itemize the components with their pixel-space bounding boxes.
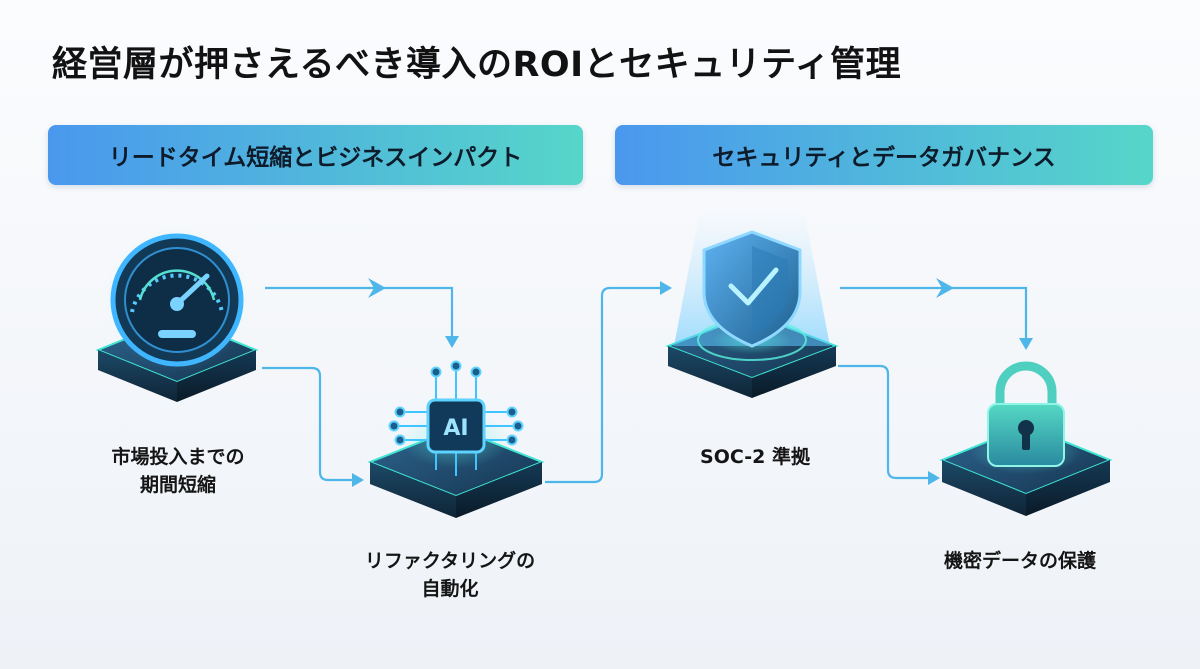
connector-arrows [352, 278, 1033, 487]
node-market-label-line1: 市場投入までの [111, 446, 245, 468]
section-banner-roi: リードタイム短縮とビジネスインパクト [48, 125, 583, 185]
arrow-chevron-icon [936, 278, 954, 298]
node-market-label-line2: 期間短縮 [139, 473, 216, 496]
node-refactor-label-line2: 自動化 [421, 577, 479, 600]
connector-market-to-refactor-bottom [262, 366, 352, 482]
node-market-label: 市場投入までの 期間短縮 [58, 444, 298, 499]
connector-lines [262, 286, 1028, 484]
connector-refactor-to-soc2 [545, 286, 660, 484]
connector-soc2-to-protect-bottom [838, 364, 928, 480]
padlock-icon [970, 361, 1082, 474]
ai-chip-label: AI [443, 416, 468, 441]
arrow-down-icon [1019, 338, 1033, 350]
node-soc2-label: SOC-2 準拠 [655, 444, 855, 472]
section-banner-security: セキュリティとデータガバナンス [615, 125, 1153, 185]
page-title: 経営層が押さえるべき導入のROIとセキュリティ管理 [52, 45, 902, 85]
speedometer-icon [105, 228, 249, 372]
node-protect-label-line1: 機密データの保護 [943, 550, 1096, 572]
node-protect-label: 機密データの保護 [900, 548, 1140, 576]
section-banner-security-label: セキュリティとデータガバナンス [712, 145, 1056, 171]
connector-soc2-to-protect-top [840, 286, 1028, 340]
connector-market-to-refactor-top [265, 286, 454, 338]
arrow-right-icon [660, 281, 672, 295]
arrow-chevron-icon [368, 278, 386, 298]
node-refactor-label-line1: リファクタリングの [364, 550, 536, 572]
section-banner-roi-label: リードタイム短縮とビジネスインパクト [108, 145, 523, 171]
ai-chip-icon: AI [388, 360, 524, 476]
node-soc2-label-line1: SOC-2 準拠 [700, 446, 810, 468]
arrow-right-icon [352, 473, 364, 487]
node-refactor-label: リファクタリングの 自動化 [320, 548, 580, 603]
shield-check-icon [674, 210, 830, 361]
arrow-down-icon [445, 336, 459, 348]
arrow-right-icon [928, 471, 940, 485]
